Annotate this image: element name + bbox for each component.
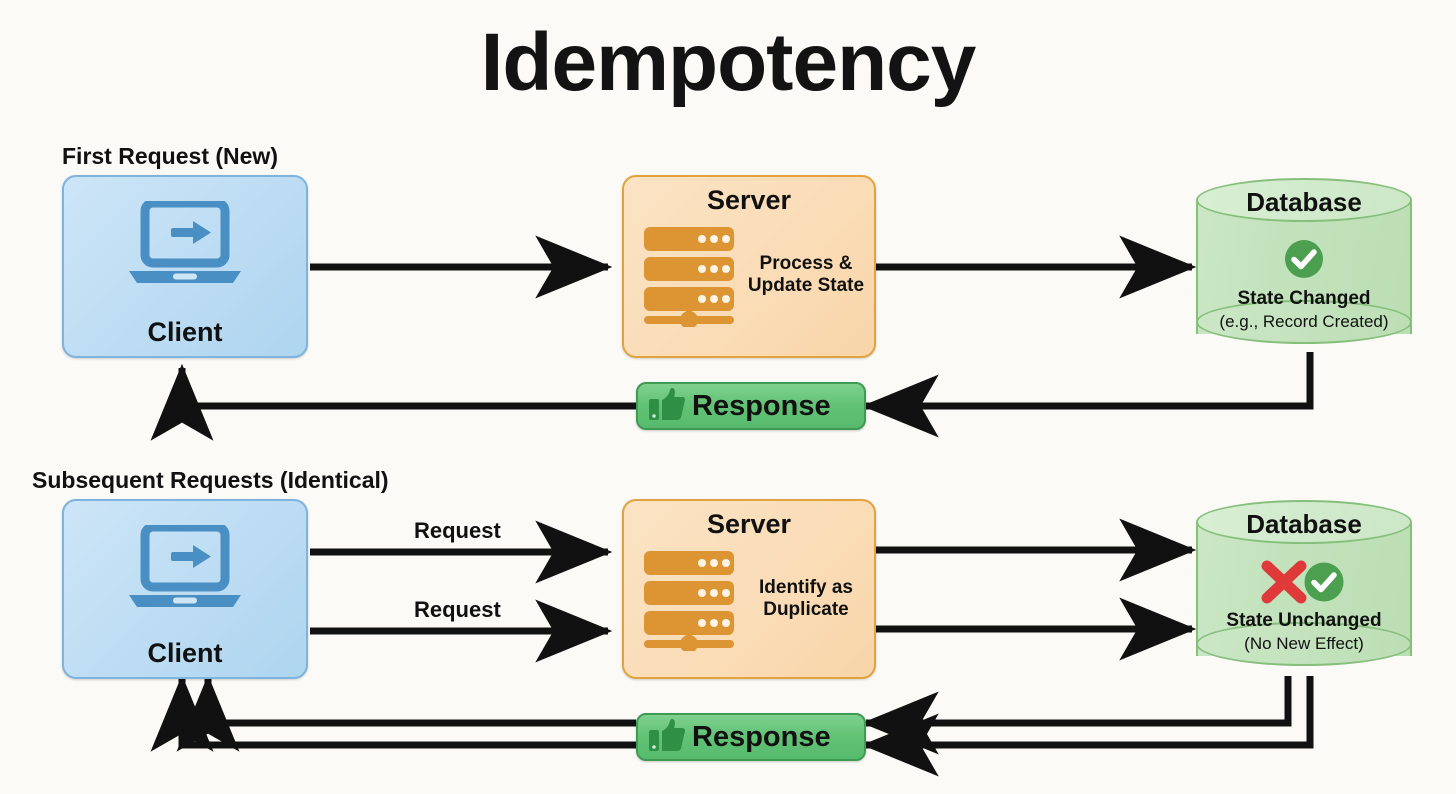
laptop-arrow-icon — [123, 198, 247, 298]
server-subtitle-line1: Identify as — [759, 577, 853, 598]
client-box-first-request[interactable]: Client — [62, 175, 308, 358]
response-label-subsequent-requests: Response — [692, 720, 831, 753]
database-title-subsequent-requests: Database — [1246, 509, 1362, 539]
database-cylinder-top — [1196, 500, 1412, 544]
laptop-arrow-icon — [123, 522, 247, 622]
server-subtitle-subsequent-requests: Identify as Duplicate — [742, 577, 870, 622]
response-badge-subsequent-requests[interactable]: Response — [636, 713, 866, 761]
database-cylinder-top — [1196, 178, 1412, 222]
database-title-first-request: Database — [1246, 187, 1362, 217]
database-status-first-request: State Changed — [1237, 288, 1371, 309]
request-label-1: Request — [414, 518, 501, 543]
server-title-subsequent-requests: Server — [706, 509, 792, 539]
client-label-subsequent-requests: Client — [147, 638, 223, 668]
database-cylinder-bottom — [1196, 300, 1412, 344]
server-rack-icon — [638, 549, 746, 656]
server-box-subsequent-requests[interactable]: Server Identify as Dupli — [622, 499, 876, 679]
server-subtitle-line2: Update State — [747, 275, 865, 297]
check-circle-icon — [1302, 560, 1346, 609]
check-circle-icon — [1283, 238, 1325, 285]
server-subtitle-first-request: Process & Update State — [742, 253, 870, 298]
database-note-subsequent-requests: (No New Effect) — [1244, 634, 1364, 653]
database-note-first-request: (e.g., Record Created) — [1219, 312, 1389, 331]
server-rack-icon — [638, 225, 746, 332]
cross-icon — [1258, 558, 1310, 611]
section-label-first-request: First Request (New) — [62, 143, 278, 169]
thumbs-up-icon — [648, 718, 686, 757]
section-label-subsequent-requests: Subsequent Requests (Identical) — [32, 467, 389, 493]
database-status-subsequent-requests: State Unchanged — [1226, 610, 1382, 631]
server-subtitle-line1: Process & — [759, 253, 853, 274]
client-label-first-request: Client — [147, 317, 223, 347]
server-title-first-request: Server — [706, 185, 792, 215]
database-first-request[interactable]: Database State Changed (e.g., Record Cre… — [1196, 178, 1412, 356]
response-badge-first-request[interactable]: Response — [636, 382, 866, 430]
database-subsequent-requests[interactable]: Database State Unchanged (No New Effect) — [1196, 500, 1412, 678]
database-cylinder-bottom — [1196, 622, 1412, 666]
request-label-2: Request — [414, 597, 501, 622]
server-box-first-request[interactable]: Server Process & Update — [622, 175, 876, 358]
server-subtitle-line2: Duplicate — [763, 599, 849, 621]
page-title: Idempotency — [480, 17, 977, 108]
client-box-subsequent-requests[interactable]: Client — [62, 499, 308, 679]
response-label-first-request: Response — [692, 389, 831, 422]
thumbs-up-icon — [648, 387, 686, 426]
